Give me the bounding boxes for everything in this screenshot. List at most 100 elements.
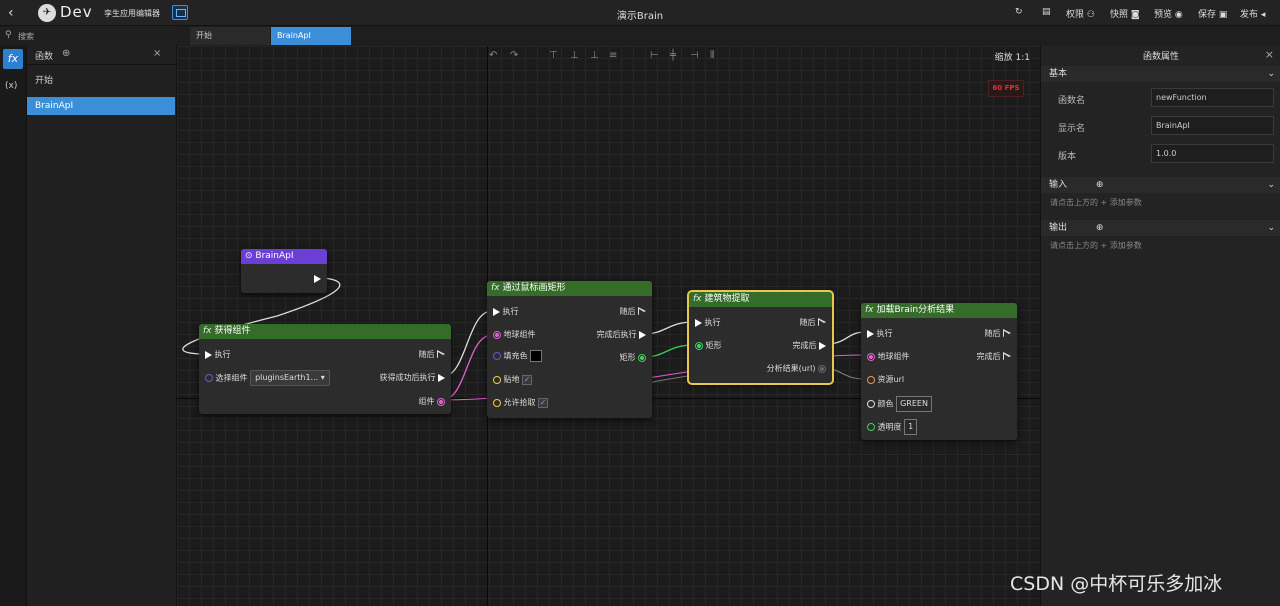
display-name-input[interactable]: BrainApI bbox=[1151, 116, 1274, 135]
blueprint-canvas[interactable]: ↶ ↷ ⊤ ⊥ ⊥ ≡ ⊢ ╪ ⊣ ⦀ 缩放 1:1 60 FPS ⊙ Brai… bbox=[177, 46, 1040, 606]
done-exec-pin[interactable]: 完成后 bbox=[792, 340, 826, 351]
zoom-level: 缩放 1:1 bbox=[994, 53, 1030, 63]
search-box[interactable]: ⚲ 搜索 bbox=[0, 27, 177, 45]
stick-ground-checkbox[interactable]: ✓ bbox=[522, 374, 533, 385]
logo-text: Dev bbox=[60, 3, 93, 21]
function-panel: 函数 ⊕ × 开始 BrainApI bbox=[27, 45, 177, 606]
app-name: 孪生应用编辑器 bbox=[104, 9, 160, 18]
monitor-icon[interactable] bbox=[172, 5, 188, 20]
component-select[interactable]: pluginsEarth1... ▾ bbox=[250, 370, 330, 386]
tab-brainapi[interactable]: BrainApI bbox=[271, 27, 351, 45]
people-icon: ⚇ bbox=[1086, 10, 1095, 20]
back-icon[interactable]: ‹ bbox=[8, 5, 14, 21]
exec-in-pin[interactable]: 执行 bbox=[867, 328, 893, 339]
color-row: 颜色 GREEN bbox=[867, 396, 932, 412]
field-label-function-name: 函数名 bbox=[1058, 96, 1086, 106]
wire-start-exec bbox=[182, 277, 341, 355]
output-hint: 请点击上方的 + 添加参数 bbox=[1050, 241, 1142, 250]
fill-color-swatch[interactable] bbox=[530, 350, 543, 362]
align-middle-icon[interactable]: ⊥ bbox=[570, 50, 579, 61]
exec-after-pin[interactable]: 随后 bbox=[799, 317, 826, 328]
exec-out-pin[interactable] bbox=[314, 274, 321, 283]
rect-in-pin[interactable]: 矩形 bbox=[695, 340, 722, 351]
done-exec-pin[interactable]: 完成后执行 bbox=[596, 329, 646, 340]
camera-icon: ◙ bbox=[1130, 10, 1140, 20]
function-icon: fx bbox=[693, 294, 702, 304]
exec-after-pin[interactable]: 随后 bbox=[619, 306, 646, 317]
add-output-icon[interactable]: ⊕ bbox=[1095, 223, 1104, 233]
version-input[interactable]: 1.0.0 bbox=[1151, 144, 1274, 163]
opacity-input[interactable]: 1 bbox=[904, 419, 918, 435]
function-panel-header: 函数 ⊕ × bbox=[27, 45, 177, 65]
redo-icon[interactable]: ↷ bbox=[510, 50, 519, 61]
node-start-brainapi[interactable]: ⊙ BrainApI bbox=[241, 249, 327, 293]
tab-start[interactable]: 开始 bbox=[190, 27, 270, 45]
preview-button[interactable]: 预览 ◉ bbox=[1154, 10, 1183, 20]
field-label-version: 版本 bbox=[1058, 152, 1077, 162]
fps-badge: 60 FPS bbox=[988, 80, 1024, 97]
exec-in-pin[interactable]: 执行 bbox=[493, 306, 519, 317]
exec-success-pin[interactable]: 获得成功后执行 bbox=[379, 372, 445, 383]
function-item-brainapi[interactable]: BrainApI bbox=[27, 97, 175, 115]
undo-icon[interactable]: ↶ bbox=[489, 50, 498, 61]
function-name-input[interactable]: newFunction bbox=[1151, 88, 1274, 107]
exec-after-pin[interactable]: 随后 bbox=[984, 328, 1011, 339]
allow-pick-row: 允许拾取 ✓ bbox=[493, 397, 549, 408]
watermark: CSDN @中杯可乐多加冰 bbox=[1010, 573, 1223, 595]
permission-button[interactable]: 权限 ⚇ bbox=[1066, 10, 1095, 20]
refresh-icon[interactable]: ↻ bbox=[1015, 7, 1023, 17]
snapshot-button[interactable]: 快照 ◙ bbox=[1110, 10, 1140, 20]
project-title: 演示Brain bbox=[616, 11, 664, 22]
input-hint: 请点击上方的 + 添加参数 bbox=[1050, 198, 1142, 207]
node-header: ⊙ BrainApI bbox=[241, 249, 327, 264]
align-right-icon[interactable]: ⊣ bbox=[690, 50, 699, 61]
function-item-start[interactable]: 开始 bbox=[35, 76, 54, 86]
align-left-icon[interactable]: ⊢ bbox=[650, 50, 659, 61]
play-circle-icon: ⊙ bbox=[245, 251, 253, 261]
screen-icon[interactable]: ▤ bbox=[1042, 7, 1051, 17]
close-icon[interactable]: × bbox=[153, 48, 162, 59]
rect-out-pin[interactable]: 矩形 bbox=[619, 352, 646, 363]
add-function-icon[interactable]: ⊕ bbox=[62, 48, 71, 59]
exec-after-pin[interactable]: 随后 bbox=[418, 349, 445, 360]
send-icon: ◂ bbox=[1260, 10, 1266, 20]
distribute-vertical-icon[interactable]: ≡ bbox=[609, 50, 618, 61]
icon-sidebar: fx (x) bbox=[0, 27, 27, 606]
allow-pick-checkbox[interactable]: ✓ bbox=[538, 397, 549, 408]
functions-icon[interactable]: fx bbox=[3, 49, 23, 69]
add-input-icon[interactable]: ⊕ bbox=[1095, 180, 1104, 190]
function-panel-title: 函数 bbox=[35, 52, 54, 62]
result-url-pin[interactable]: 分析结果(url) bbox=[767, 363, 826, 374]
component-out-pin[interactable]: 组件 bbox=[418, 396, 445, 407]
exec-in-pin[interactable]: 执行 bbox=[205, 349, 231, 360]
done-exec-pin[interactable]: 完成后 bbox=[976, 351, 1011, 362]
save-button[interactable]: 保存 ▣ bbox=[1198, 10, 1228, 20]
search-input[interactable]: 搜索 bbox=[18, 32, 34, 41]
align-bottom-icon[interactable]: ⊥ bbox=[590, 50, 599, 61]
variables-icon[interactable]: (x) bbox=[5, 81, 18, 91]
save-icon: ▣ bbox=[1218, 10, 1228, 20]
function-icon: fx bbox=[203, 326, 212, 336]
stick-ground-row: 贴地 ✓ bbox=[493, 374, 533, 385]
section-basic[interactable]: 基本⌄ bbox=[1041, 66, 1280, 82]
exec-in-pin[interactable]: 执行 bbox=[695, 317, 721, 328]
section-output[interactable]: 输出 ⊕⌄ bbox=[1041, 220, 1280, 236]
earth-component-pin[interactable]: 地球组件 bbox=[867, 351, 910, 362]
section-input[interactable]: 输入 ⊕⌄ bbox=[1041, 177, 1280, 193]
align-top-icon[interactable]: ⊤ bbox=[549, 50, 558, 61]
publish-button[interactable]: 发布 ◂ bbox=[1240, 10, 1266, 20]
color-input[interactable]: GREEN bbox=[896, 396, 932, 412]
distribute-horizontal-icon[interactable]: ⦀ bbox=[710, 50, 715, 61]
earth-component-pin[interactable]: 地球组件 bbox=[493, 329, 536, 340]
close-icon[interactable]: × bbox=[1264, 48, 1274, 61]
properties-title: 函数属性 bbox=[1142, 52, 1179, 62]
resource-url-pin[interactable]: 资源url bbox=[867, 374, 904, 385]
align-center-icon[interactable]: ╪ bbox=[670, 50, 677, 61]
function-icon: fx bbox=[491, 283, 500, 293]
